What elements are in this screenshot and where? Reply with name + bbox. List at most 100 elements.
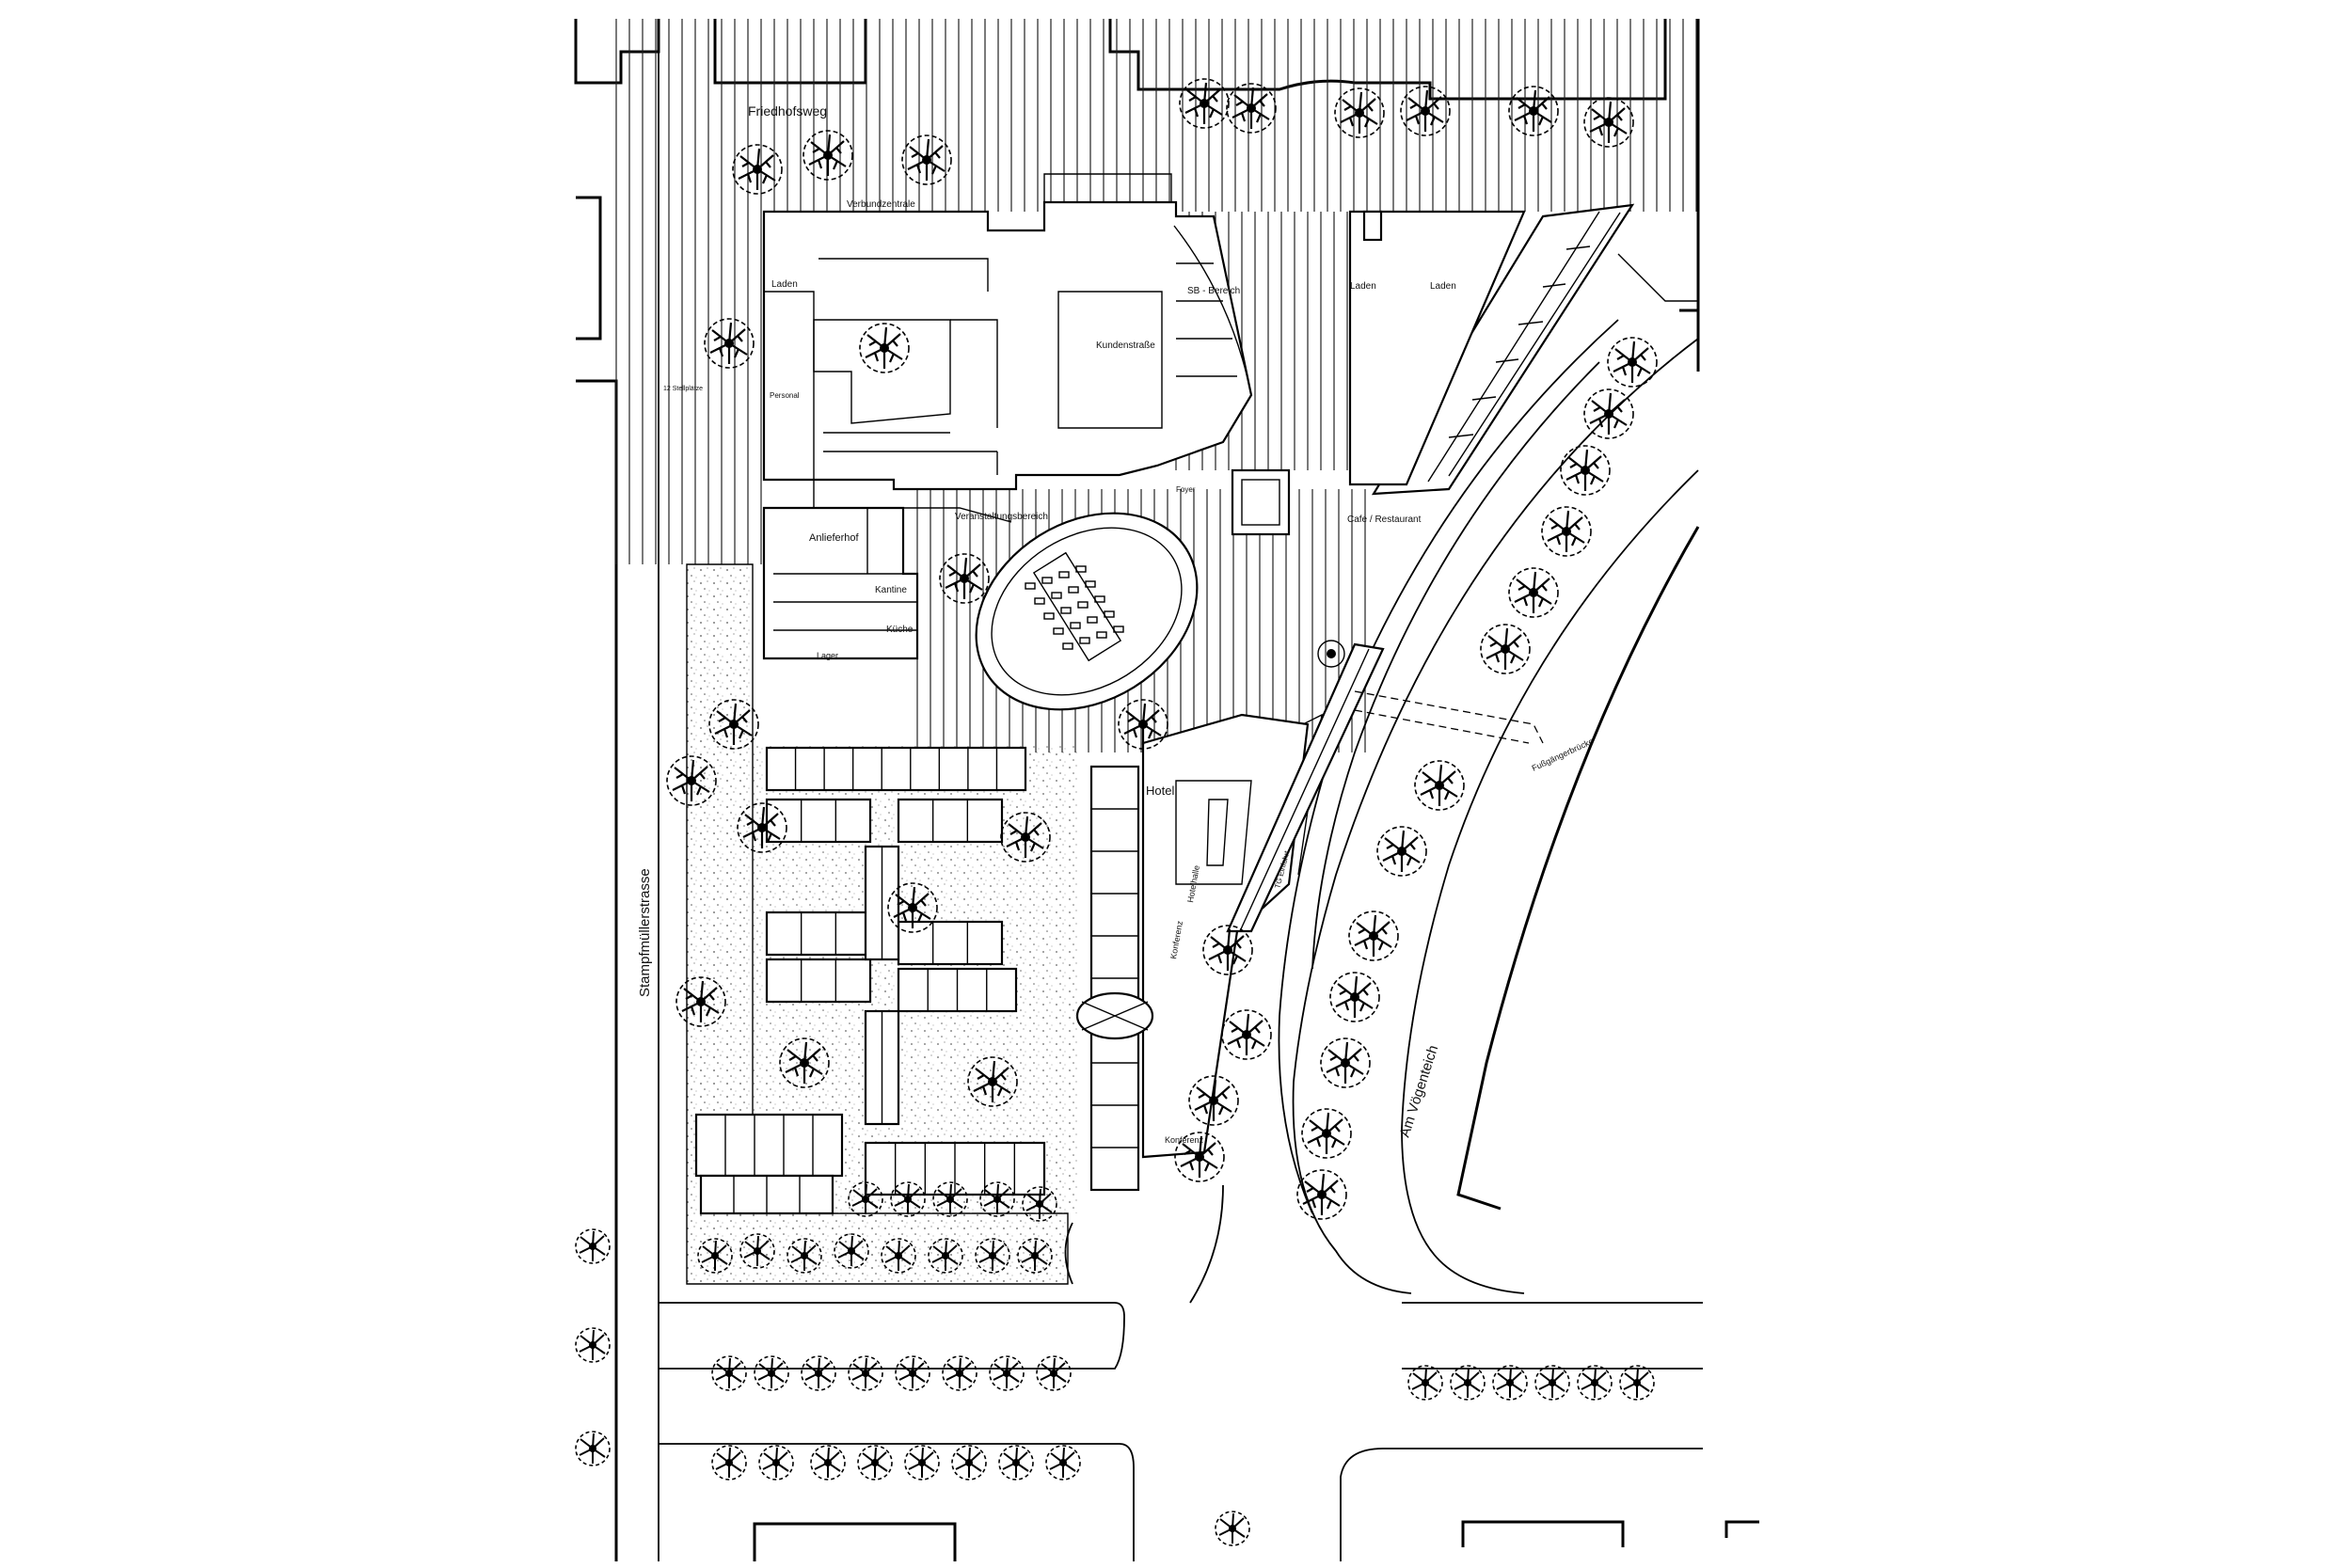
row-house	[765, 911, 872, 957]
tree	[1300, 1107, 1353, 1160]
event-oval	[975, 512, 1199, 711]
label-cafe-restaurant: Cafe / Restaurant	[1347, 515, 1422, 525]
tree	[1375, 825, 1428, 878]
tree	[1540, 505, 1593, 558]
row-house	[694, 1113, 844, 1178]
tree	[938, 552, 991, 605]
label-stampfmuellerstrasse: Stampfmüllerstrasse	[637, 868, 653, 997]
tree	[1045, 1445, 1081, 1481]
tree	[575, 1228, 611, 1264]
tree	[575, 1431, 611, 1466]
tree	[1619, 1365, 1655, 1401]
tree	[711, 1355, 747, 1391]
seat	[1068, 586, 1079, 594]
tree	[1492, 1365, 1528, 1401]
seat	[1062, 642, 1073, 650]
tree	[1577, 1365, 1613, 1401]
tree	[1582, 388, 1635, 440]
tree	[758, 1445, 794, 1481]
tree	[754, 1355, 789, 1391]
label-fussgaengerbruecke: Fußgängerbrücke	[1531, 736, 1596, 773]
seat	[1053, 627, 1064, 635]
label-laden-2: Laden	[1350, 281, 1376, 292]
tree	[711, 1445, 747, 1481]
tree	[989, 1355, 1025, 1391]
shops-diagonal-wing	[1348, 203, 1698, 496]
seat	[1051, 592, 1062, 599]
tree	[998, 1445, 1034, 1481]
tree	[1479, 623, 1532, 675]
tree	[1319, 1037, 1372, 1089]
seat	[1085, 580, 1096, 588]
label-foyer: Foyer	[1176, 485, 1196, 494]
residential-courtyard	[686, 563, 1077, 1285]
row-house	[765, 746, 1027, 792]
tree	[857, 1445, 893, 1481]
seat	[1094, 595, 1105, 603]
pedestrian-bridge	[1354, 690, 1544, 744]
tree	[942, 1355, 977, 1391]
tree	[802, 129, 854, 182]
label-hotel: Hotel	[1146, 784, 1174, 798]
row-house	[765, 798, 872, 844]
row-house	[765, 958, 872, 1004]
tree	[1507, 566, 1560, 619]
hotel-block	[1075, 642, 1385, 1192]
tree	[1215, 1511, 1250, 1546]
tree	[1225, 82, 1278, 135]
label-stellplaetze: 12 Stellplätze	[663, 386, 703, 392]
label-personal: Personal	[770, 391, 800, 400]
main-building-north	[762, 173, 1253, 660]
seat	[1096, 631, 1107, 639]
tree	[1413, 759, 1466, 812]
seat	[1041, 577, 1053, 584]
tree	[904, 1445, 940, 1481]
tree	[575, 1327, 611, 1363]
tree	[1507, 85, 1560, 137]
label-kueche: Küche	[886, 625, 914, 635]
tree	[900, 134, 953, 186]
seat	[1077, 601, 1089, 609]
label-lager: Lager	[817, 651, 838, 660]
tree	[1178, 77, 1231, 130]
tree	[848, 1355, 883, 1391]
label-veranstaltungsbereich: Veranstaltungsbereich	[955, 512, 1048, 522]
tree	[1347, 910, 1400, 962]
tree	[1582, 96, 1635, 149]
label-anlieferhof: Anlieferhof	[809, 532, 860, 544]
tree	[1117, 698, 1169, 751]
roads	[658, 19, 1703, 1561]
seat	[1104, 610, 1115, 618]
tree	[801, 1355, 836, 1391]
tree	[1328, 971, 1381, 1023]
seat	[1060, 607, 1072, 614]
seat	[1113, 626, 1124, 633]
seat	[1070, 622, 1081, 629]
seat	[1079, 637, 1090, 644]
seat	[1087, 616, 1098, 624]
label-kundenstrasse: Kundenstraße	[1096, 341, 1155, 351]
foyer-pavilion	[1231, 210, 1383, 668]
tree	[1534, 1365, 1570, 1401]
tree	[810, 1445, 846, 1481]
seat	[1034, 597, 1045, 605]
tree	[951, 1445, 987, 1481]
label-laden-1: Laden	[771, 279, 798, 290]
tree	[1333, 87, 1386, 139]
seat	[1043, 612, 1055, 620]
seat	[1058, 571, 1070, 578]
tree	[1450, 1365, 1486, 1401]
label-konferenz-2: Konferenz	[1165, 1135, 1204, 1145]
label-verbundzentrale: Verbundzentrale	[847, 199, 915, 210]
tree	[1399, 85, 1452, 137]
tree	[1559, 444, 1612, 497]
tree	[1606, 336, 1659, 388]
seat	[1075, 565, 1087, 573]
tree	[1407, 1365, 1443, 1401]
tree	[1036, 1355, 1072, 1391]
tree	[895, 1355, 930, 1391]
label-sb-bereich: SB - Bereich	[1187, 286, 1240, 296]
label-laden-3: Laden	[1430, 281, 1456, 292]
tree	[703, 317, 755, 370]
